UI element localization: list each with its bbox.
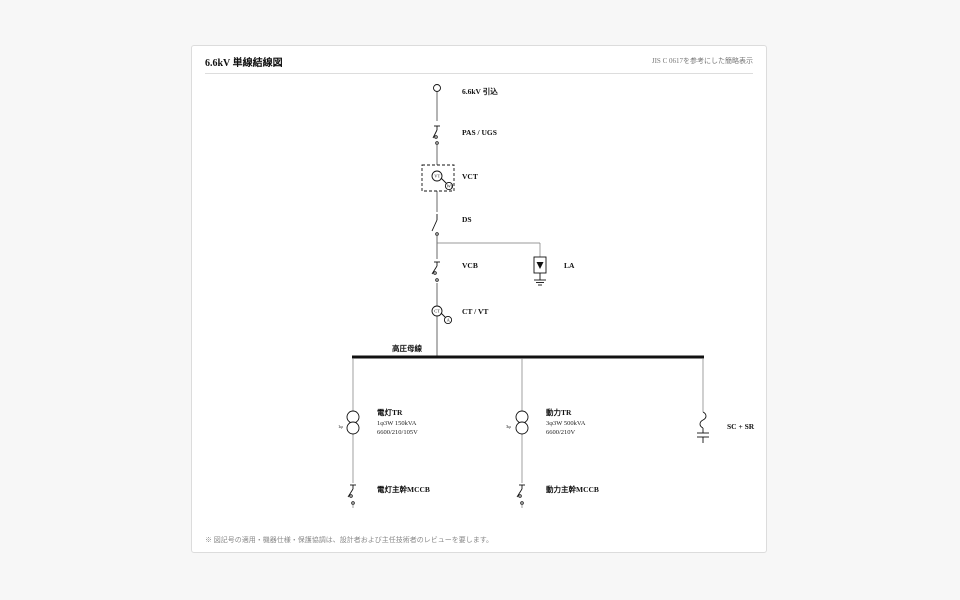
lighting-transformer-icon: 1φ (338, 410, 360, 435)
diagram-card: 6.6kV 単線結線図 JIS C 0617を参考にした簡略表示 ※ 図記号の適… (191, 45, 767, 553)
svg-text:CT: CT (434, 309, 440, 314)
vcb-label: VCB (462, 261, 478, 270)
incoming-label: 6.6kV 引込 (462, 86, 498, 96)
pas-switch-icon (431, 121, 443, 145)
sc-sr-label: SC + SR (727, 422, 755, 431)
lighting-mccb-label: 電灯主幹MCCB (377, 484, 430, 494)
svg-text:3φ: 3φ (506, 424, 511, 429)
power-tr-name: 動力TR (546, 407, 572, 417)
vct-label: VCT (462, 172, 478, 181)
card-header: 6.6kV 単線結線図 JIS C 0617を参考にした簡略表示 (205, 46, 753, 74)
ctvt-label: CT / VT (462, 307, 488, 316)
pas-label: PAS / UGS (462, 128, 497, 137)
lighting-tr-spec2: 6600/210/105V (377, 429, 418, 436)
ds-label: DS (462, 215, 472, 224)
bus-label: 高圧母線 (392, 343, 422, 353)
svg-text:VT: VT (434, 174, 440, 179)
ct-vt-icon: CT A (431, 305, 453, 325)
incoming-terminal-icon (433, 84, 441, 92)
footnote: ※ 図記号の適用・機器仕様・保護協調は、設計者および主任技術者のレビューを要しま… (205, 536, 494, 544)
lighting-tr-spec1: 1φ3W 150kVA (377, 420, 417, 427)
power-mccb-label: 動力主幹MCCB (546, 484, 599, 494)
vcb-breaker-icon (431, 259, 443, 283)
page-title: 6.6kV 単線結線図 (205, 58, 283, 69)
reference-note: JIS C 0617を参考にした簡略表示 (651, 57, 753, 65)
sc-sr-icon (697, 411, 709, 443)
svg-text:Wh: Wh (447, 184, 454, 189)
svg-text:A: A (447, 318, 451, 323)
vct-icon: VT Wh (421, 164, 455, 192)
svg-text:1φ: 1φ (338, 424, 343, 429)
la-label: LA (564, 261, 575, 270)
lighting-tr-name: 電灯TR (377, 407, 403, 417)
power-transformer-icon: 3φ (506, 410, 529, 435)
la-branch (437, 242, 541, 257)
power-tr-spec1: 3φ3W 500kVA (546, 420, 586, 427)
power-mccb-icon (516, 483, 528, 505)
power-tr-spec2: 6600/210V (546, 429, 576, 436)
ds-switch-icon (431, 212, 443, 236)
lightning-arrester-icon (533, 256, 547, 286)
lighting-mccb-icon (347, 483, 359, 505)
